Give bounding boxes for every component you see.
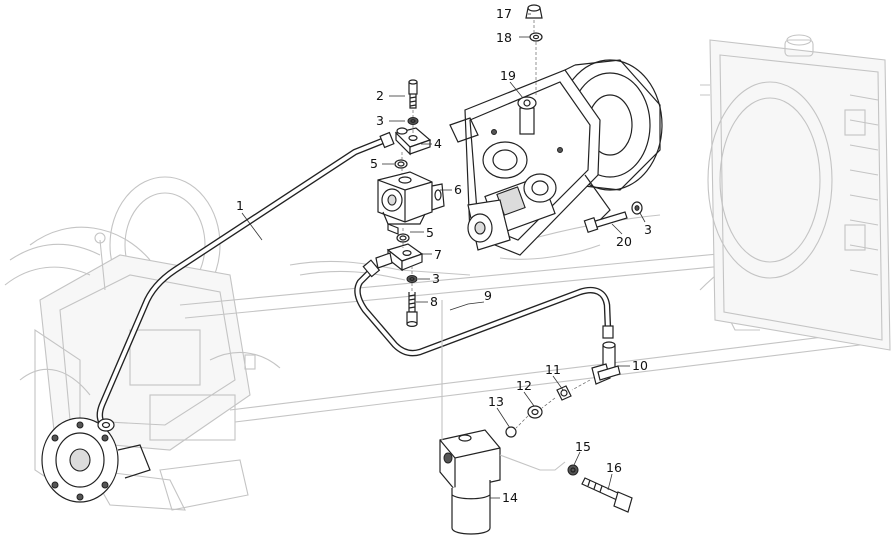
callout-12: 12	[516, 378, 532, 393]
bolt-16-and-washer-15	[567, 464, 633, 513]
callout-1: 1	[236, 198, 244, 213]
valve-block-6	[377, 171, 445, 235]
callout-6: 6	[454, 182, 462, 197]
callout-3-right: 3	[644, 222, 652, 237]
filter-14	[439, 300, 566, 535]
callout-2: 2	[376, 88, 384, 103]
callout-9: 9	[484, 288, 492, 303]
callout-20: 20	[616, 234, 632, 249]
callout-11: 11	[545, 362, 561, 377]
callout-19: 19	[500, 68, 516, 83]
leader-lines	[241, 13, 646, 499]
bolt-2-washer-adapter-4	[394, 79, 432, 178]
bolt-20-and-washer	[583, 201, 643, 234]
callout-18: 18	[496, 30, 512, 45]
callout-labels: 1 2 3 4 5 6 5 7 3 8 9 10 11 12 13 14 15 …	[236, 6, 652, 505]
callout-10: 10	[632, 358, 648, 373]
hose-1	[96, 131, 395, 432]
callout-5-bottom: 5	[426, 225, 434, 240]
callout-5-top: 5	[370, 156, 378, 171]
transmission-pump-assembly	[449, 59, 663, 260]
callout-16: 16	[606, 460, 622, 475]
callout-3-top: 3	[376, 113, 384, 128]
callout-15: 15	[575, 439, 591, 454]
fittings-10-13	[505, 341, 621, 438]
callout-8: 8	[430, 294, 438, 309]
adapter-7-and-bolt-8	[375, 228, 424, 328]
radiator-ghost	[700, 34, 891, 351]
callout-13: 13	[488, 394, 504, 409]
callout-7: 7	[434, 247, 442, 262]
callout-14: 14	[502, 490, 518, 505]
callout-17: 17	[496, 6, 512, 21]
callout-4: 4	[434, 136, 442, 151]
callout-3-mid: 3	[432, 271, 440, 286]
hose-9	[354, 259, 614, 357]
plug-and-washer	[525, 4, 543, 95]
